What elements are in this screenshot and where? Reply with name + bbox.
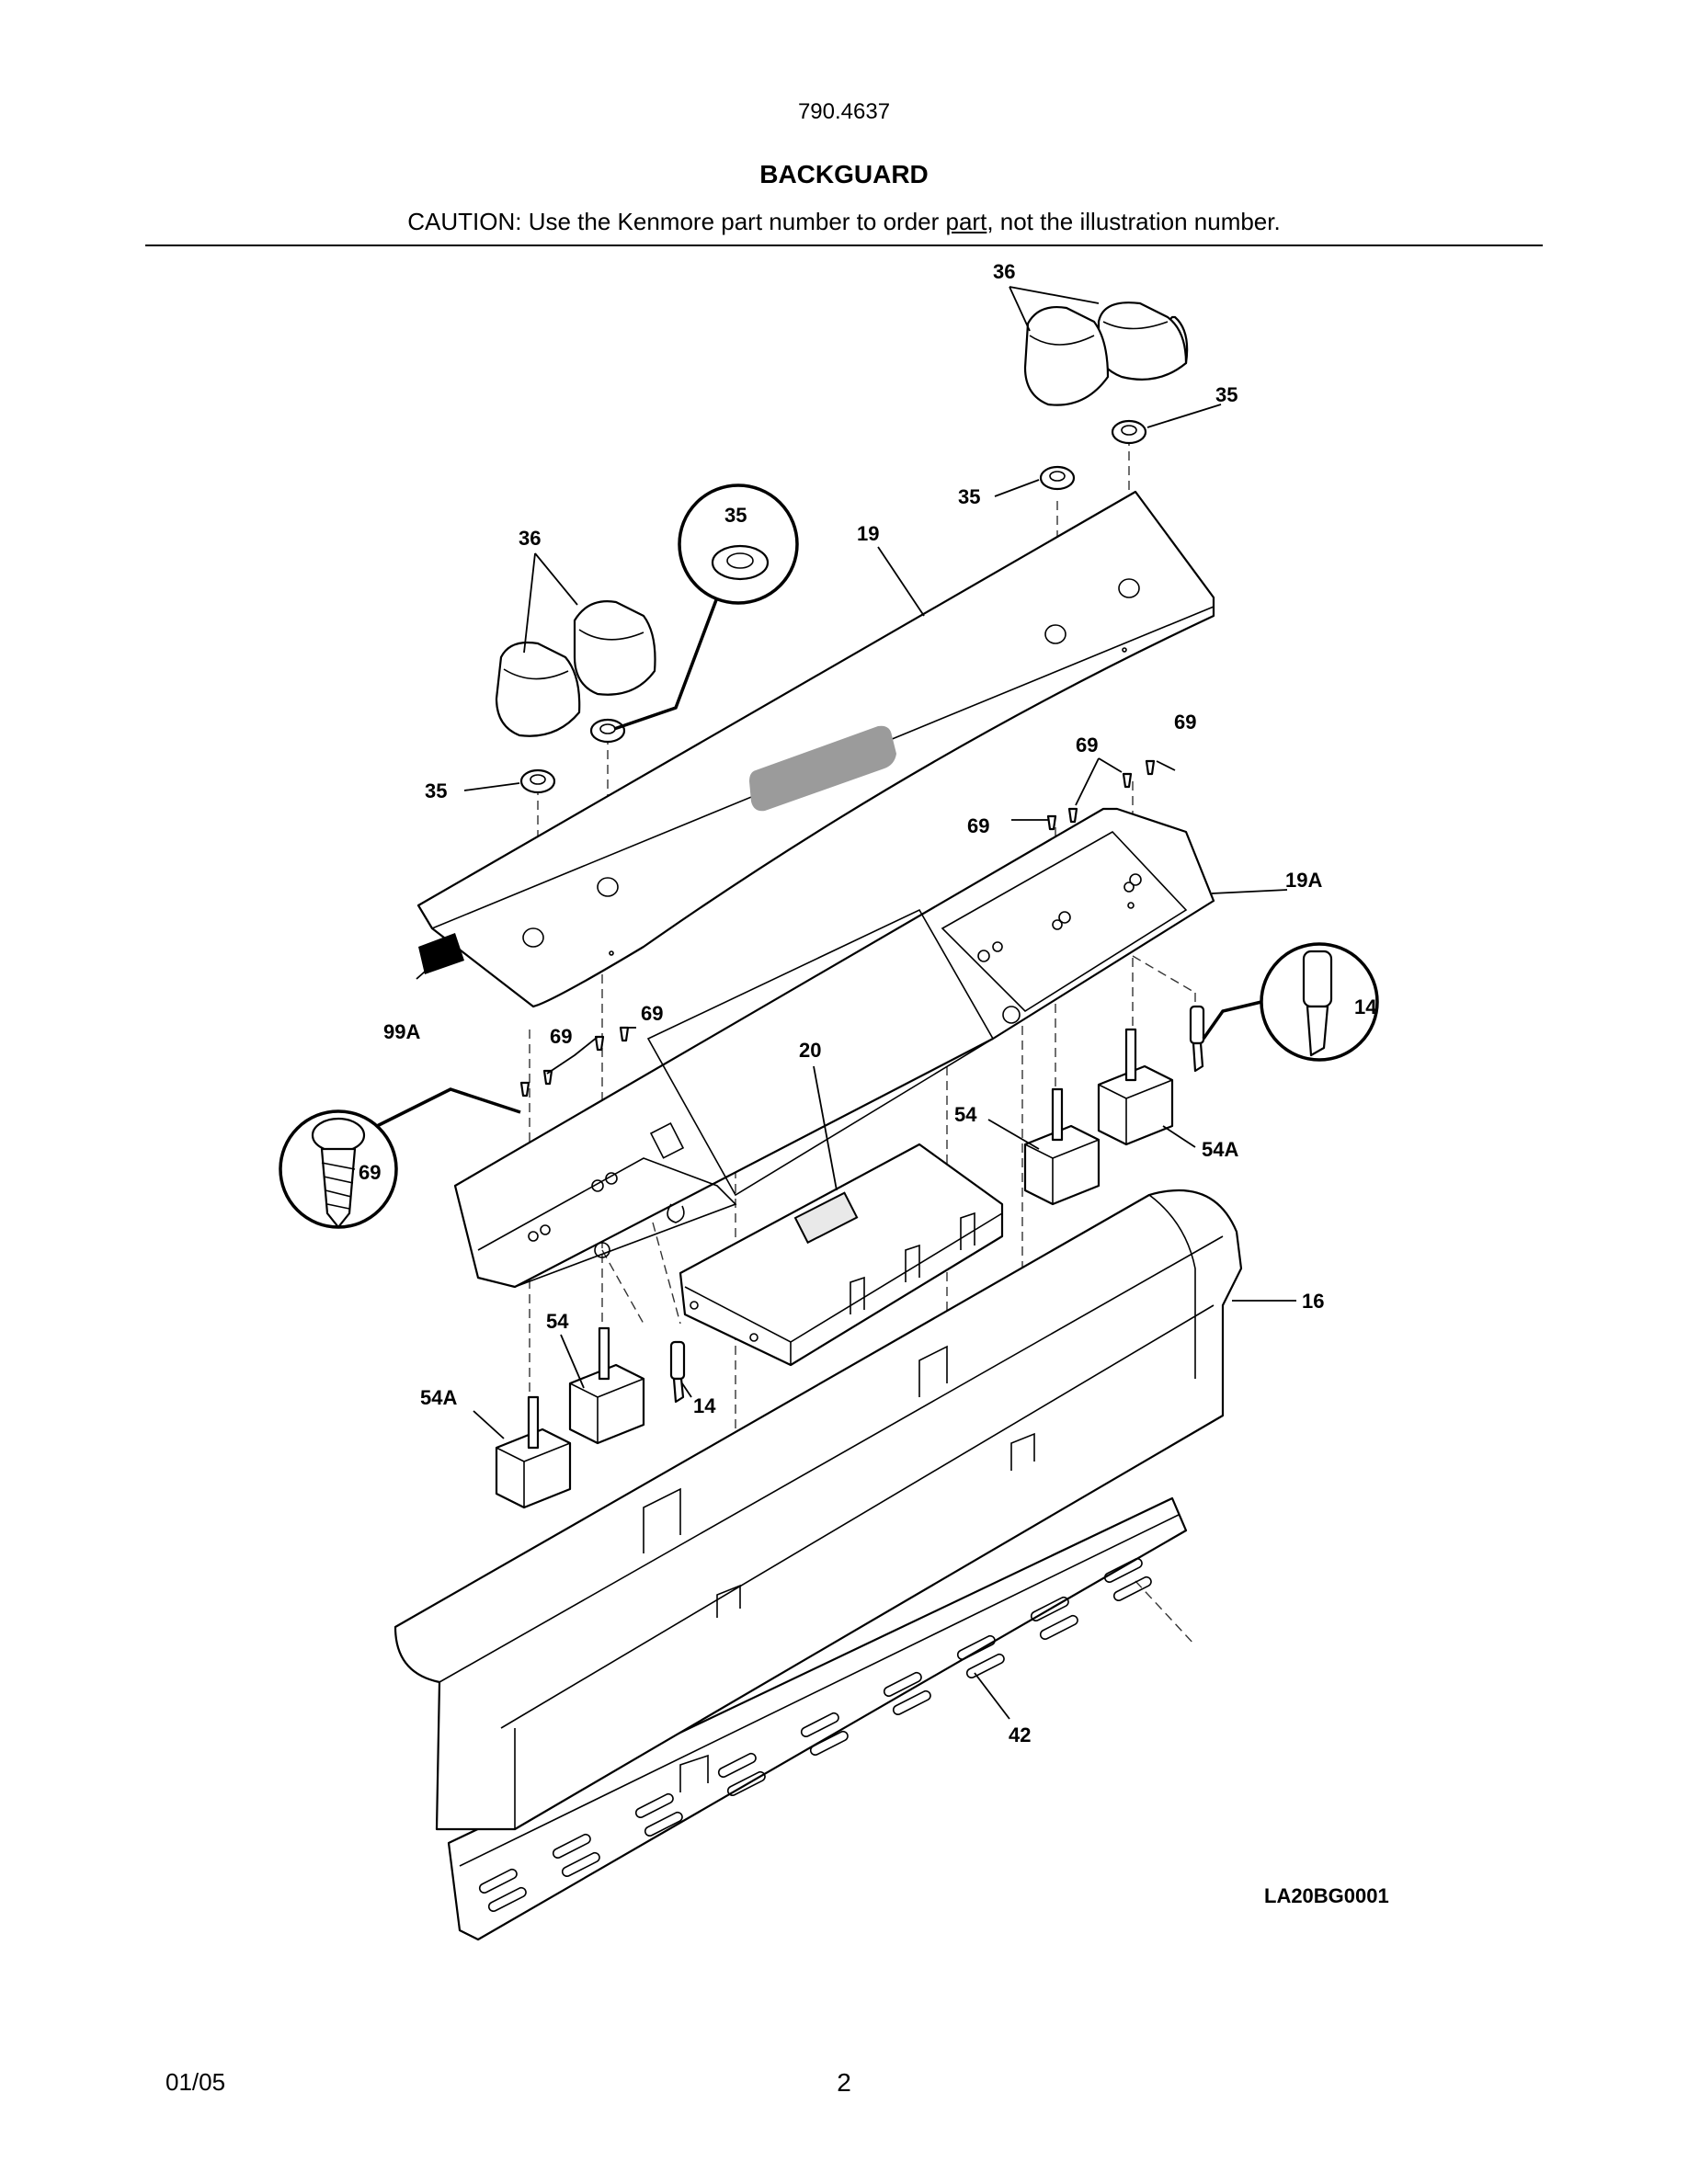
document-number: 790.4637 (797, 99, 891, 124)
caution-link-part[interactable]: part (945, 208, 987, 235)
label-screw-r3[interactable]: 69 (967, 814, 989, 837)
label-nut-mid-right[interactable]: 35 (958, 485, 980, 508)
caution-note: CAUTION: Use the Kenmore part number to … (0, 208, 1688, 236)
switch-right-54[interactable] (1023, 1087, 1101, 1206)
label-end-cap[interactable]: 16 (1302, 1290, 1324, 1313)
label-membrane[interactable]: 99A (383, 1020, 420, 1043)
label-screw-r1[interactable]: 69 (1174, 711, 1196, 734)
switch-left-54[interactable] (568, 1326, 645, 1445)
label-switch-l[interactable]: 54 (546, 1310, 569, 1333)
label-nut-top-right[interactable]: 35 (1215, 383, 1237, 406)
label-nut-left[interactable]: 35 (425, 779, 447, 802)
label-lamp-callout[interactable]: 14 (1354, 995, 1377, 1018)
label-vent[interactable]: 42 (1009, 1723, 1031, 1746)
leader-lines (416, 286, 1296, 1720)
diagram-code: LA20BG0001 (1264, 1884, 1389, 1907)
label-panel-mount[interactable]: 19A (1285, 869, 1322, 892)
nut-left-lower[interactable] (519, 768, 556, 794)
label-lamp-lower[interactable]: 14 (693, 1394, 716, 1417)
page-number: 2 (837, 2068, 851, 2097)
callout-lamp (1202, 942, 1379, 1062)
label-screw-callout[interactable]: 69 (359, 1161, 381, 1184)
caution-text-start: CAUTION: Use the Kenmore part number to … (407, 208, 946, 235)
caution-text-end: , not the illustration number. (987, 208, 1281, 235)
knob-left-pair[interactable] (495, 600, 656, 737)
control-panel-part[interactable] (416, 490, 1215, 1008)
knob-right-pair[interactable] (1023, 301, 1189, 406)
vent-grille-part[interactable] (447, 1496, 1188, 1941)
label-panel[interactable]: 19 (857, 522, 879, 545)
nut-top-right[interactable] (1111, 419, 1147, 445)
switch-left-54A[interactable] (495, 1395, 572, 1509)
part-labels: 36 35 35 35 36 19 35 69 69 69 19A 14 99A… (359, 260, 1389, 1907)
lamp-lower[interactable] (669, 1340, 686, 1404)
display-window (749, 725, 896, 812)
label-switch-r2[interactable]: 54A (1202, 1138, 1238, 1161)
switch-right-54A[interactable] (1097, 1028, 1174, 1146)
label-knob-left[interactable]: 36 (519, 527, 541, 550)
membrane-overlay (418, 933, 464, 974)
header-divider (145, 245, 1543, 246)
label-switch-l2[interactable]: 54A (420, 1386, 457, 1409)
nut-left-upper[interactable] (589, 718, 626, 744)
callout-screw (279, 1087, 521, 1229)
label-control[interactable]: 20 (799, 1039, 821, 1062)
callout-nut (613, 483, 799, 731)
label-screw-r2[interactable]: 69 (1076, 734, 1098, 756)
label-switch-r[interactable]: 54 (954, 1103, 977, 1126)
label-screw-l1[interactable]: 69 (550, 1025, 572, 1048)
footer-date: 01/05 (165, 2068, 226, 2096)
label-knob-right[interactable]: 36 (993, 260, 1015, 283)
nut-mid-right[interactable] (1039, 465, 1076, 491)
electronic-control-part[interactable] (679, 1143, 1004, 1367)
label-screw-l2[interactable]: 69 (641, 1002, 663, 1025)
page-title: BACKGUARD (759, 160, 929, 188)
panel-mount-part[interactable] (453, 807, 1215, 1289)
label-nut-callout[interactable]: 35 (724, 504, 747, 527)
backguard-body-part[interactable] (393, 1189, 1243, 1831)
lamp-right[interactable] (1189, 1005, 1205, 1073)
